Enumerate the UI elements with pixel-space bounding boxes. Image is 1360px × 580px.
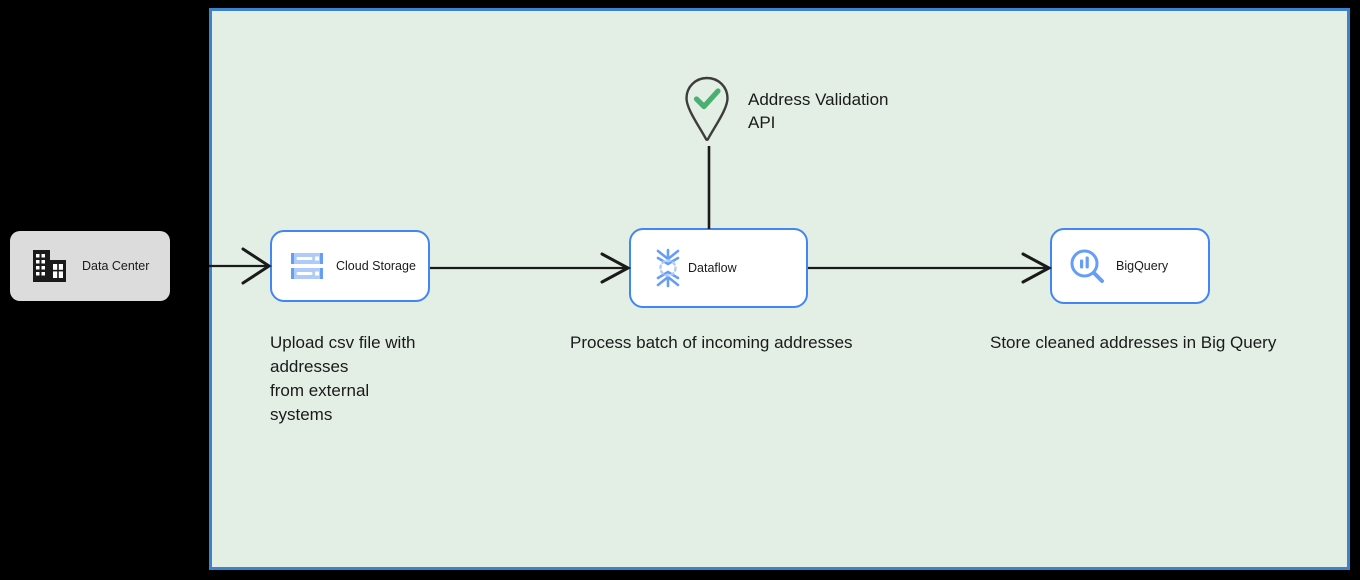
node-bigquery-label: BigQuery <box>1116 259 1169 273</box>
caption-upload-csv: Upload csv file with addresses from exte… <box>270 331 480 427</box>
bigquery-magnifier-icon <box>1068 247 1106 285</box>
dataflow-icon <box>650 248 686 288</box>
node-address-validation-api[interactable] <box>683 76 731 142</box>
caption-store-cleaned: Store cleaned addresses in Big Query <box>990 333 1277 352</box>
api-label-line-1: Address Validation <box>748 90 889 109</box>
caption-upload-line-4: systems <box>270 405 333 424</box>
node-dataflow[interactable]: Dataflow <box>629 228 808 308</box>
map-pin-check-icon <box>683 76 731 146</box>
node-data-center[interactable]: Data Center <box>10 231 170 301</box>
node-dataflow-label: Dataflow <box>688 261 737 275</box>
cloud-storage-icon <box>290 249 324 283</box>
node-cloud-storage-label: Cloud Storage <box>336 259 416 273</box>
node-address-validation-api-label: Address Validation API <box>748 88 978 134</box>
caption-upload-line-3: from external <box>270 381 370 400</box>
node-data-center-label: Data Center <box>82 259 150 273</box>
caption-upload-line-2: addresses <box>270 357 349 376</box>
node-cloud-storage[interactable]: Cloud Storage <box>270 230 430 302</box>
data-center-building-icon <box>32 249 68 283</box>
node-bigquery[interactable]: BigQuery <box>1050 228 1210 304</box>
caption-process-batch: Process batch of incoming addresses <box>570 333 853 352</box>
api-label-line-2: API <box>748 113 776 132</box>
caption-upload-line-1: Upload csv file with <box>270 333 416 352</box>
